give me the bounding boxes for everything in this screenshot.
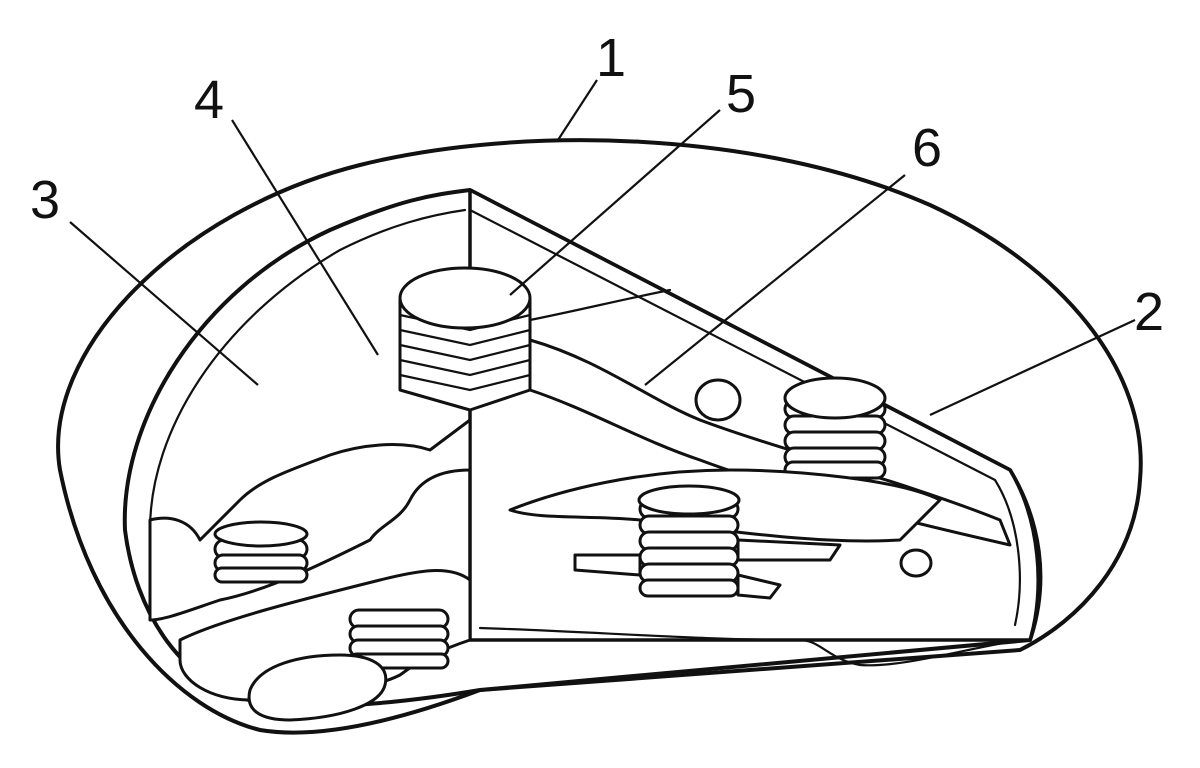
leader-5 — [509, 109, 721, 296]
leader-4 — [231, 119, 379, 356]
label-6: 6 — [912, 118, 942, 178]
leader-3 — [69, 221, 259, 386]
label-4: 4 — [194, 70, 224, 130]
granum-right — [783, 376, 887, 480]
label-1: 1 — [596, 28, 626, 88]
leader-lines — [69, 79, 1136, 416]
lamella-top — [528, 288, 672, 322]
leader-2 — [929, 319, 1136, 416]
leader-1 — [557, 79, 598, 141]
label-5: 5 — [726, 64, 756, 124]
number-labels: 1 2 3 4 5 6 — [30, 28, 1164, 342]
granum-left — [213, 520, 309, 584]
cut-face-bottom — [478, 626, 1022, 667]
granum-center — [398, 266, 532, 412]
label-3: 3 — [30, 170, 60, 230]
pore-lower — [899, 548, 933, 578]
outer-membrane — [56, 138, 1143, 735]
cut-face-right-inner — [468, 208, 1021, 627]
leader-6 — [644, 174, 906, 386]
cut-face-left — [148, 208, 467, 532]
cut-face-right — [468, 188, 1040, 642]
granum-middle — [573, 484, 842, 600]
label-2: 2 — [1134, 282, 1164, 342]
granum-lower — [247, 608, 450, 722]
pore-upper — [694, 378, 742, 422]
